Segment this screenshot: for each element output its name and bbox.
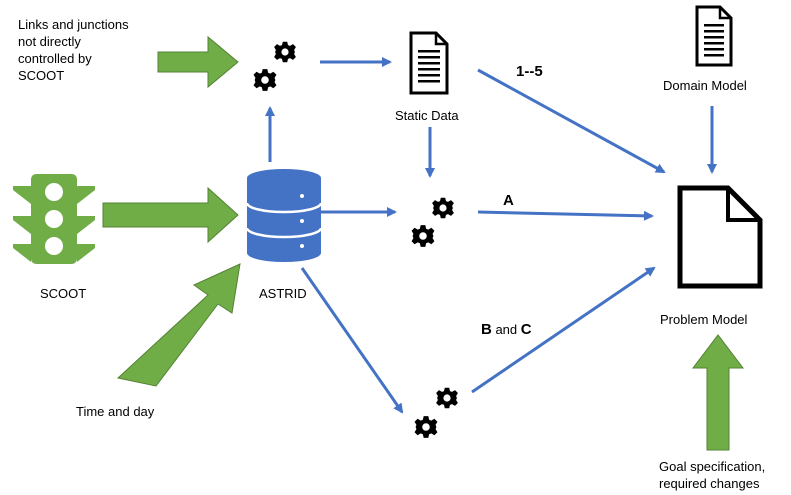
links-junctions-line-2: not directly bbox=[18, 34, 81, 49]
edge-label-b: B bbox=[481, 321, 492, 338]
goal-spec-label: Goal specification, required changes bbox=[659, 458, 765, 492]
scoot-label: SCOOT bbox=[40, 286, 86, 301]
green-arrow-time bbox=[116, 263, 241, 387]
static-data-label: Static Data bbox=[395, 108, 459, 123]
edge-label-and: and bbox=[492, 322, 521, 337]
problem-model-label: Problem Model bbox=[660, 312, 748, 327]
edge-label-1-5: 1--5 bbox=[516, 63, 543, 80]
green-arrow-links bbox=[157, 35, 239, 89]
astrid-database-icon bbox=[245, 169, 323, 262]
edge-label-bc: B and C bbox=[481, 321, 532, 338]
gears-icon-bc bbox=[414, 387, 458, 438]
links-junctions-label: Links and junctions not directly control… bbox=[18, 16, 129, 84]
time-and-day-label: Time and day bbox=[76, 404, 155, 419]
gears-icon-a bbox=[411, 197, 454, 247]
arrow-gears-bc-to-problem bbox=[471, 266, 656, 394]
traffic-light-icon bbox=[13, 174, 95, 264]
green-arrow-scoot bbox=[102, 186, 239, 244]
astrid-label: ASTRID bbox=[259, 286, 307, 301]
arrow-static-data-to-problem bbox=[477, 68, 666, 174]
goal-spec-line-2: required changes bbox=[659, 476, 760, 491]
goal-spec-line-1: Goal specification, bbox=[659, 459, 766, 474]
links-junctions-line-3: controlled by bbox=[18, 51, 92, 66]
gears-icon-top bbox=[253, 41, 296, 91]
arrow-gears-a-to-problem bbox=[477, 210, 654, 221]
links-junctions-line-1: Links and junctions bbox=[18, 17, 129, 32]
edge-label-a: A bbox=[503, 192, 514, 209]
problem-model-document-icon bbox=[677, 185, 763, 289]
static-data-document-icon bbox=[409, 31, 449, 95]
domain-model-document-icon bbox=[695, 5, 733, 67]
arrow-astrid-to-gears-bc bbox=[300, 267, 404, 414]
green-arrow-goal bbox=[691, 334, 745, 451]
edge-label-c: C bbox=[521, 321, 532, 338]
domain-model-label: Domain Model bbox=[663, 78, 747, 93]
links-junctions-line-4: SCOOT bbox=[18, 68, 65, 83]
